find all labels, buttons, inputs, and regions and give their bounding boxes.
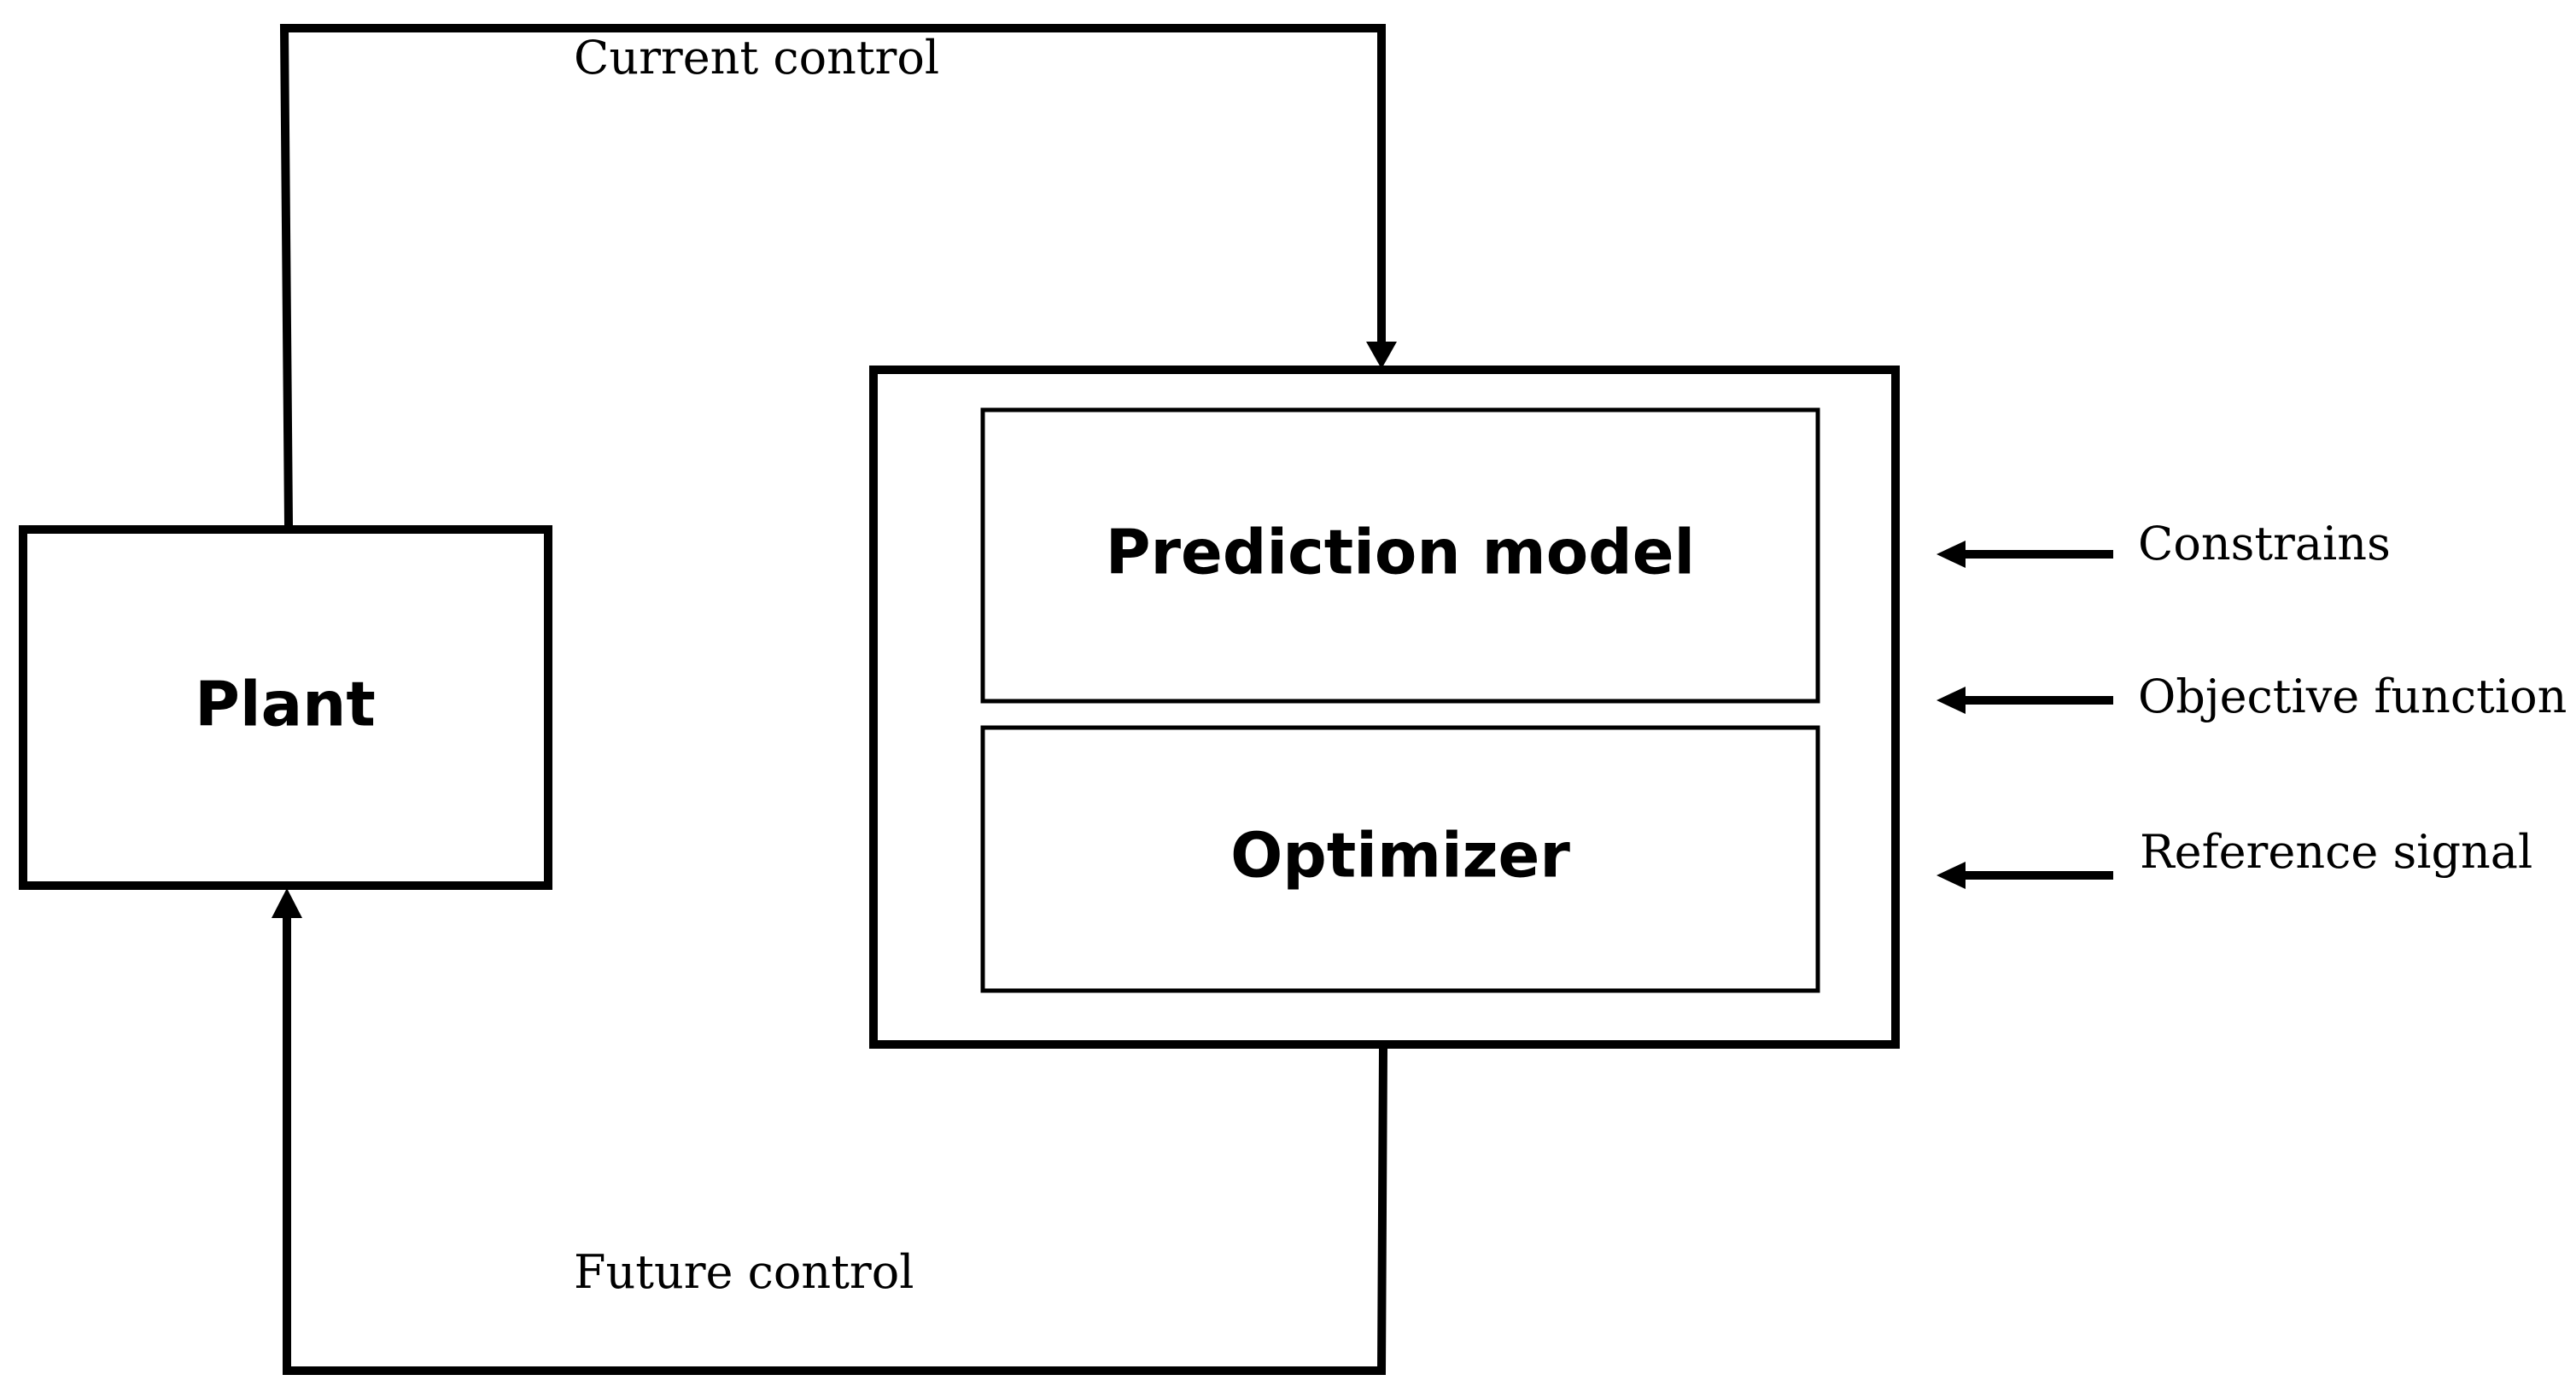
prediction-model-block	[980, 407, 1820, 704]
optimizer-block	[980, 725, 1820, 993]
reference-signal-arrowhead	[1936, 862, 1966, 889]
constrains-arrowhead	[1936, 541, 1966, 568]
future-control-path	[283, 905, 1388, 1375]
reference-signal-label: Reference signal	[2140, 825, 2532, 879]
prediction-model-label: Prediction model	[1106, 517, 1695, 588]
current-control-label: Current control	[574, 31, 939, 85]
optimizer-label: Optimizer	[1230, 820, 1570, 892]
future-control-label: Future control	[574, 1245, 914, 1299]
current-control-path	[279, 24, 1386, 530]
current-control-arrowhead	[1366, 342, 1397, 369]
objective-function-arrowhead	[1936, 687, 1966, 714]
constrains-label: Constrains	[2138, 517, 2391, 570]
objective-function-label: Objective function	[2138, 670, 2567, 723]
plant-label: Plant	[195, 669, 376, 740]
future-control-arrowhead	[272, 888, 302, 918]
plant-block	[19, 525, 552, 890]
